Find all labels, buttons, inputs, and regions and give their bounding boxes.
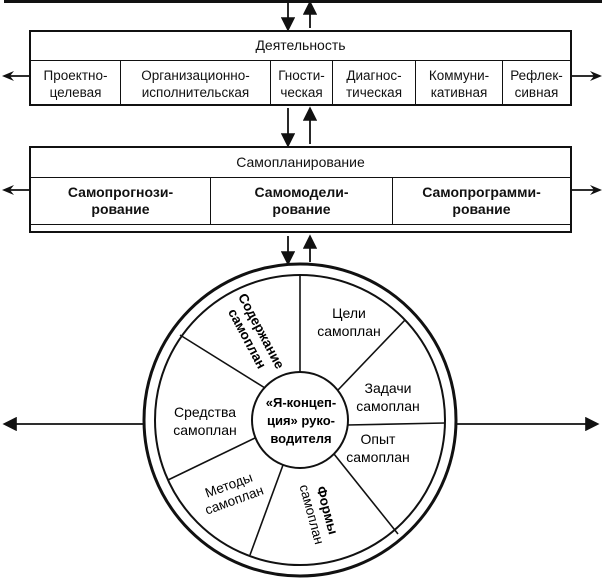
activity-item-diagnostic: Диагнос- тическая (332, 61, 415, 106)
sector-tasks-line-2: самоплан (356, 398, 419, 414)
activity-right-arrowhead (590, 71, 602, 81)
sector-experience-line-2: самоплан (346, 449, 409, 465)
sector-experience-line-1: Опыт (361, 431, 397, 447)
activity-item-communicative: Коммуни- кативная (415, 61, 502, 106)
self-planning-right-arrowhead (590, 185, 602, 195)
hub-label-line-3: водителя (270, 431, 331, 446)
sector-tasks-line-1: Задачи (364, 380, 411, 396)
self-planning-item-forecasting: Самопрогнози- рование (67, 184, 174, 217)
self-planning-item-modeling: Самомодели- рование (210, 178, 392, 224)
hub-label-line-1: «Я-концеп- (266, 395, 336, 410)
sector-goals-line-2: самоплан (317, 323, 380, 339)
activity-left-arrowhead (2, 71, 14, 81)
hub-label-line-2: ция» руко- (267, 413, 335, 428)
self-planning-left-arrowhead (2, 185, 14, 195)
wheel-spokes (167, 275, 446, 556)
activity-item-organizational: Организационно- исполнительская (120, 61, 270, 106)
sector-means-line-1: Средства (174, 404, 236, 420)
activity-item-project: Проектно- целевая (43, 67, 108, 100)
sector-means-line-2: самоплан (173, 422, 236, 438)
self-planning-box: Самопланирование Самопрогнози- рование С… (29, 146, 572, 233)
self-planning-bottom-rule (31, 224, 570, 225)
activity-box: Деятельность Проектно- целевая Организац… (29, 30, 572, 106)
activity-item-reflexive: Рефлек- сивная (502, 61, 570, 106)
wheel-hub (251, 371, 349, 469)
sector-goals-line-1: Цели (332, 305, 366, 321)
self-planning-item-programming: Самопрограмми- рование (392, 178, 570, 224)
self-planning-title: Самопланирование (236, 154, 365, 170)
activity-divider (31, 60, 570, 61)
activity-item-gnostic: Гности- ческая (270, 61, 332, 106)
self-planning-divider (31, 177, 570, 178)
activity-title: Деятельность (255, 37, 346, 53)
